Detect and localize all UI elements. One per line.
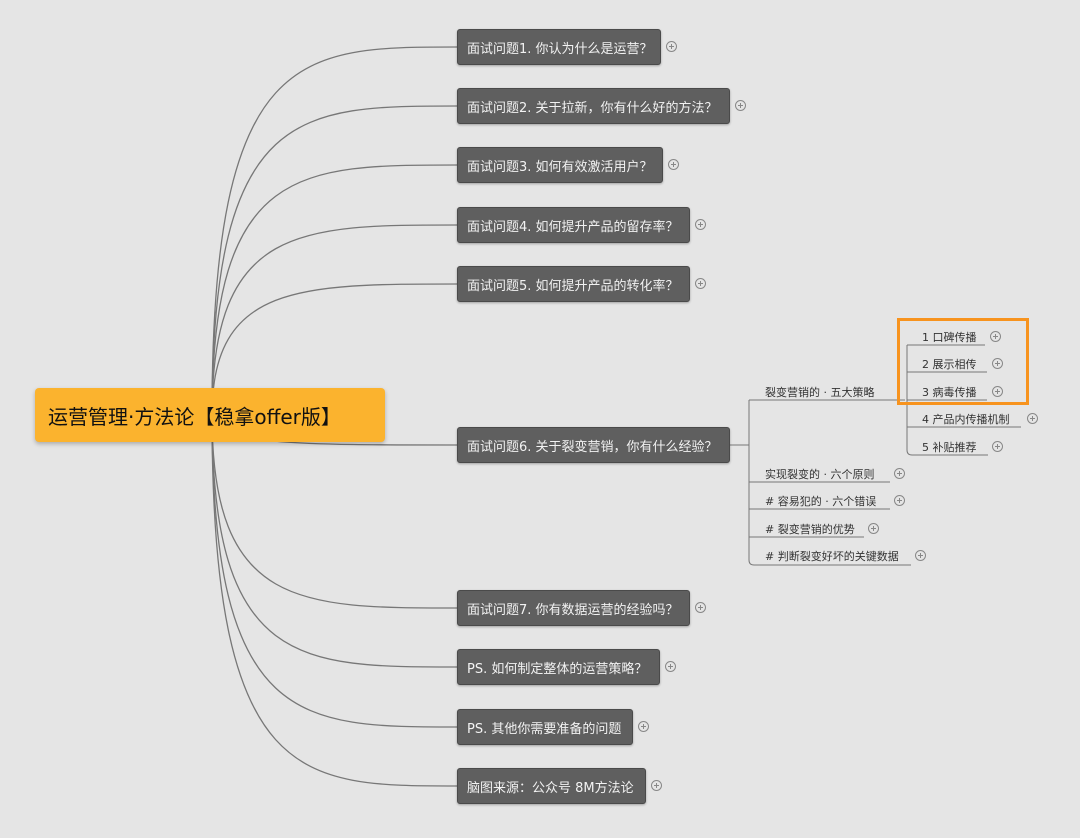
subtopic-node[interactable]: 裂变营销的 · 五大策略 <box>765 386 875 399</box>
topic-label: 脑图来源：公众号 8M方法论 <box>467 780 634 796</box>
expand-plus-icon[interactable] <box>990 331 1001 342</box>
strategy-node[interactable]: 5 补贴推荐 <box>922 441 977 454</box>
strategy-node[interactable]: 4 产品内传播机制 <box>922 413 1010 426</box>
expand-plus-icon[interactable] <box>665 661 676 672</box>
topic-connector <box>211 105 458 416</box>
topic-connector <box>211 414 458 787</box>
expand-plus-icon[interactable] <box>992 441 1003 452</box>
topic-label: PS. 其他你需要准备的问题 <box>467 721 622 737</box>
root-topic[interactable]: 运营管理·方法论【稳拿offer版】 <box>35 388 385 442</box>
topic-connector <box>211 414 458 728</box>
expand-plus-icon[interactable] <box>651 780 662 791</box>
root-label: 运营管理·方法论【稳拿offer版】 <box>48 404 341 429</box>
topic-label: 面试问题2. 关于拉新，你有什么好的方法？ <box>467 100 718 116</box>
expand-plus-icon[interactable] <box>668 159 679 170</box>
topic-label: 面试问题6. 关于裂变营销，你有什么经验？ <box>467 439 718 455</box>
topic-connector <box>211 414 458 668</box>
topic-node[interactable]: 面试问题2. 关于拉新，你有什么好的方法？ <box>457 88 730 124</box>
topic-node[interactable]: 面试问题6. 关于裂变营销，你有什么经验？ <box>457 427 730 463</box>
topic-connector <box>211 46 458 416</box>
expand-plus-icon[interactable] <box>695 278 706 289</box>
expand-plus-icon[interactable] <box>695 602 706 613</box>
subtopic-node[interactable]: 实现裂变的 · 六个原则 <box>765 468 875 481</box>
topic-node[interactable]: 面试问题3. 如何有效激活用户？ <box>457 147 663 183</box>
subtopic-node[interactable]: # 容易犯的 · 六个错误 <box>765 495 877 508</box>
topic-node[interactable]: 脑图来源：公众号 8M方法论 <box>457 768 646 804</box>
highlight-box <box>897 318 1029 405</box>
topic-label: 面试问题5. 如何提升产品的转化率？ <box>467 278 679 294</box>
expand-plus-icon[interactable] <box>1027 413 1038 424</box>
expand-plus-icon[interactable] <box>695 219 706 230</box>
topic-node[interactable]: PS. 如何制定整体的运营策略？ <box>457 649 660 685</box>
subtopic-node[interactable]: # 裂变营销的优势 <box>765 523 855 536</box>
strategy-node[interactable]: 3 病毒传播 <box>922 386 977 399</box>
topic-node[interactable]: 面试问题7. 你有数据运营的经验吗？ <box>457 590 690 626</box>
topic-node[interactable]: 面试问题4. 如何提升产品的留存率？ <box>457 207 690 243</box>
expand-plus-icon[interactable] <box>894 495 905 506</box>
topic-label: 面试问题4. 如何提升产品的留存率？ <box>467 219 679 235</box>
topic-node[interactable]: 面试问题5. 如何提升产品的转化率？ <box>457 266 690 302</box>
topic-node[interactable]: PS. 其他你需要准备的问题 <box>457 709 633 745</box>
expand-plus-icon[interactable] <box>992 386 1003 397</box>
expand-plus-icon[interactable] <box>735 100 746 111</box>
expand-plus-icon[interactable] <box>638 721 649 732</box>
topic-connector <box>211 283 458 416</box>
topic-connector <box>211 414 458 609</box>
strategy-node[interactable]: 2 展示相传 <box>922 358 977 371</box>
expand-plus-icon[interactable] <box>894 468 905 479</box>
topic-label: PS. 如何制定整体的运营策略？ <box>467 661 648 677</box>
topic-label: 面试问题7. 你有数据运营的经验吗？ <box>467 602 679 618</box>
topic-node[interactable]: 面试问题1. 你认为什么是运营？ <box>457 29 661 65</box>
expand-plus-icon[interactable] <box>915 550 926 561</box>
topic-connector <box>211 224 458 416</box>
expand-plus-icon[interactable] <box>666 41 677 52</box>
topic-label: 面试问题3. 如何有效激活用户？ <box>467 159 653 175</box>
expand-plus-icon[interactable] <box>992 358 1003 369</box>
topic-connector <box>211 164 458 416</box>
strategy-node[interactable]: 1 口碑传播 <box>922 331 977 344</box>
expand-plus-icon[interactable] <box>868 523 879 534</box>
topic-label: 面试问题1. 你认为什么是运营？ <box>467 41 653 57</box>
subtopic-node[interactable]: # 判断裂变好坏的关键数据 <box>765 550 899 563</box>
